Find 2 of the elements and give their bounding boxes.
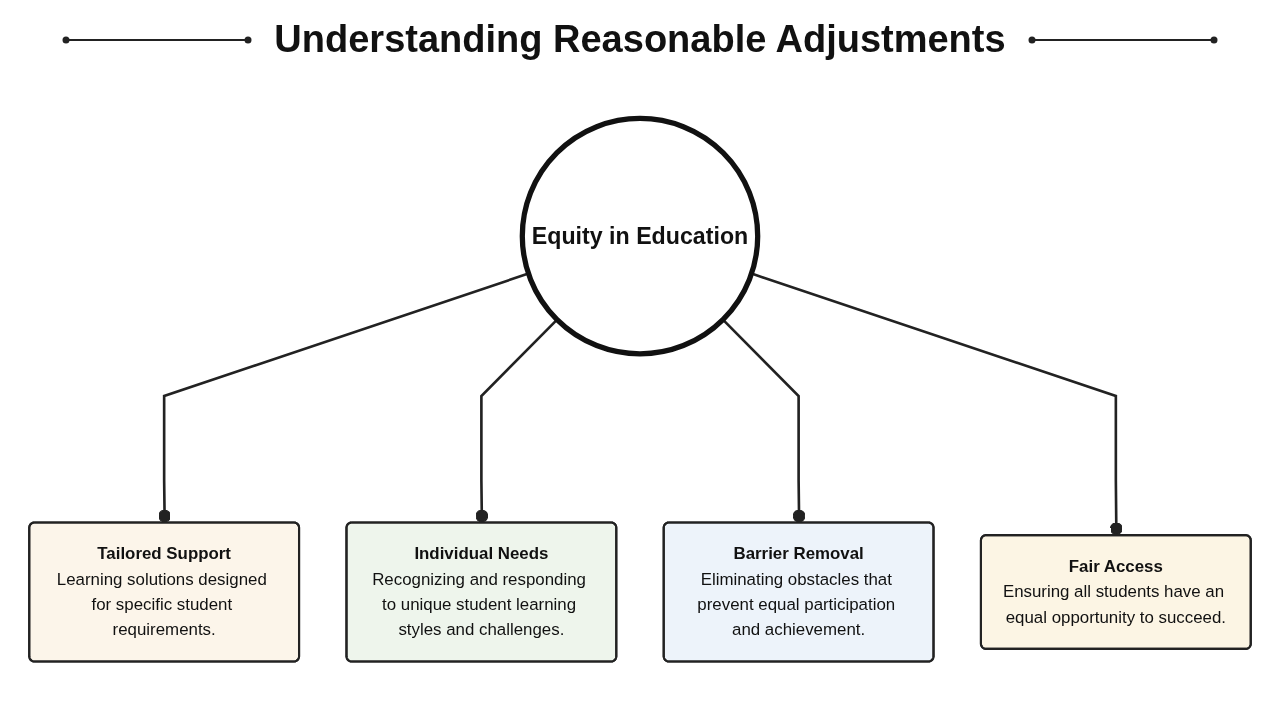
node-circle: Equity in Education bbox=[519, 115, 761, 356]
title: Understanding Reasonable Adjustments bbox=[274, 18, 1006, 61]
